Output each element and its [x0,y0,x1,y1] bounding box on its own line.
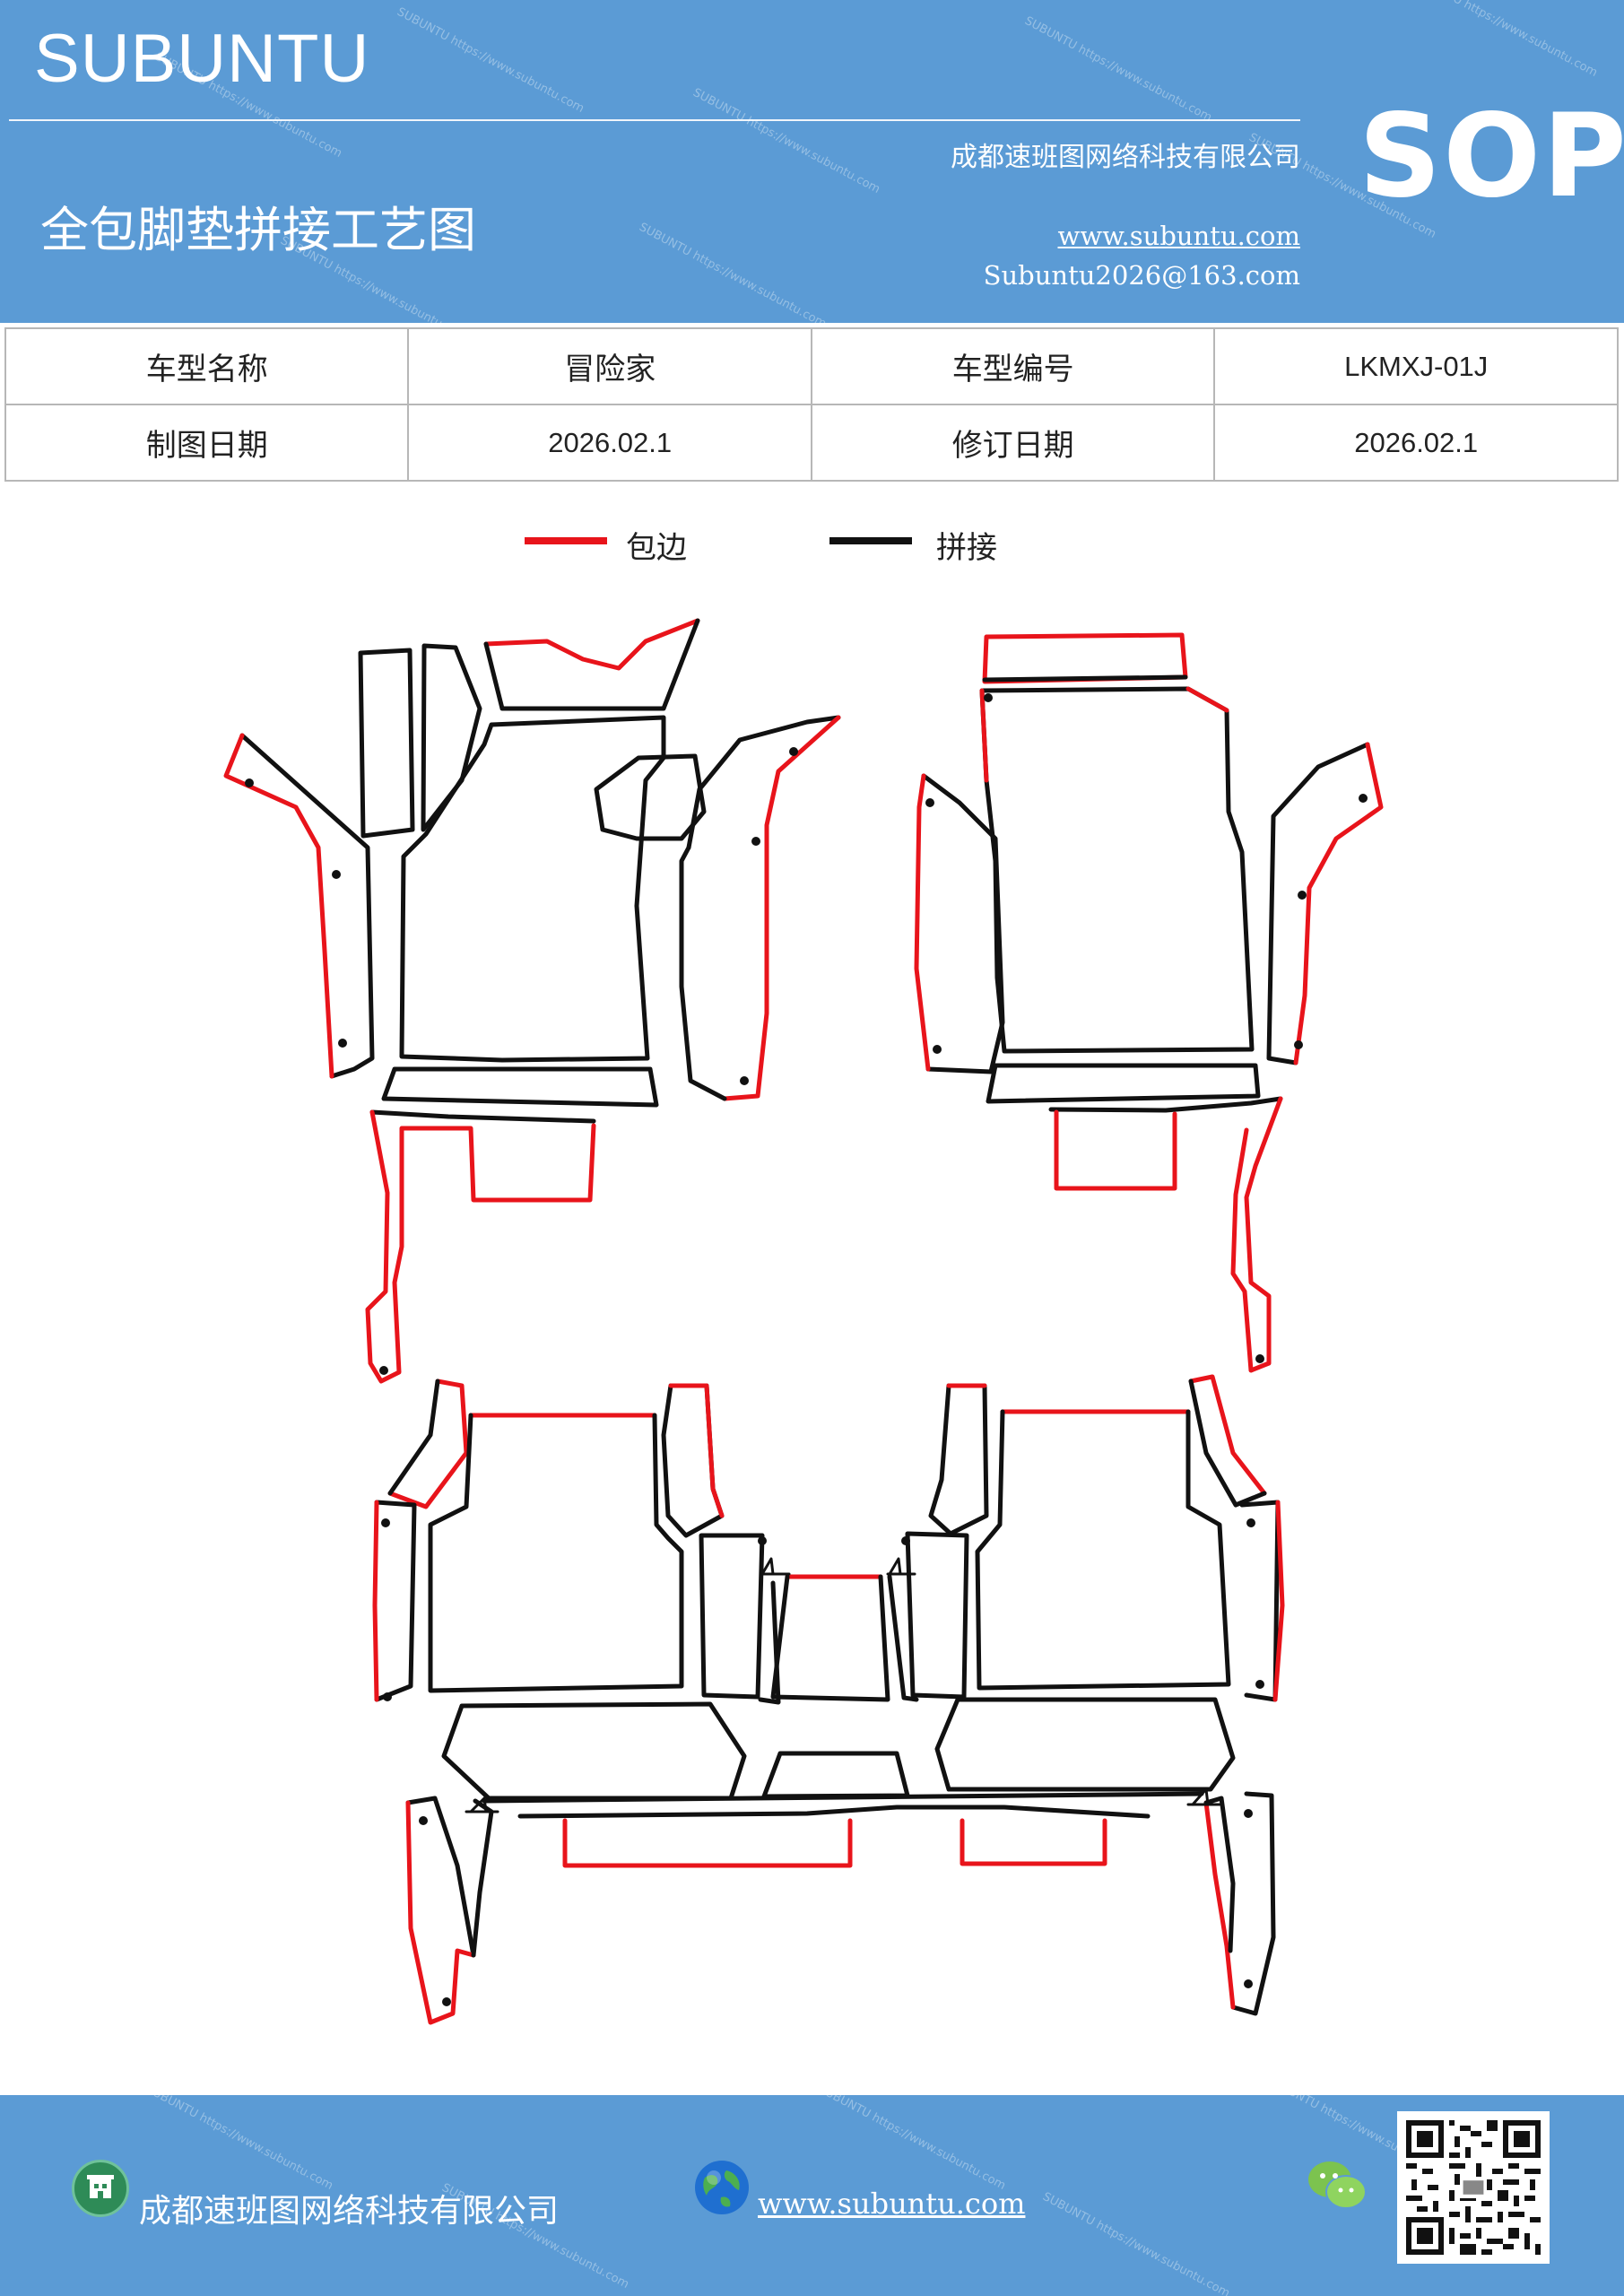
legend-edge-label: 包边 [626,530,687,566]
wechat-icon[interactable] [1305,2156,1369,2213]
mat-piece-rear-center-right-strip [887,1574,919,1702]
mat-piece-rear-right-corner [1188,1374,1267,1508]
mat-piece-rear-right-door [905,1531,969,1700]
sop-badge: SOP [1359,90,1624,223]
mat-piece-rear-left-corner [387,1378,469,1509]
footer-banner: SUBUNTU https://www.subuntu.com SUBUNTU … [0,2095,1624,2296]
clip-dots [245,693,1368,2006]
footer-company-name: 成都速班图网络科技有限公司 [139,2193,560,2230]
mat-piece-front-right-main [979,686,1255,1054]
legend-edge-swatch [525,537,607,544]
legend-joint-label: 拼接 [936,530,997,566]
page-title: 全包脚垫拼接工艺图 [40,202,476,258]
mat-piece-front-right-lower [1048,1096,1283,1373]
mat-piece-rear-right-bottom-side [1203,1791,1276,2016]
mat-piece-front-right-right-side [1266,742,1384,1065]
mat-piece-rear-step-left [441,1701,747,1801]
model-code-value: LKMXJ-01J [1213,327,1619,405]
header-divider [9,119,1300,121]
table-row: 车型名称 冒险家 车型编号 LKMXJ-01J [4,327,1619,405]
footer-website-link[interactable]: www.subuntu.com [758,2187,1026,2221]
mat-piece-front-left-strip-b [421,643,482,832]
revise-date-value: 2026.02.1 [1213,404,1619,482]
mat-piece-rear-center-left-strip [758,1580,781,1705]
mat-piece-front-left-side [223,733,375,1079]
mat-diagram [223,618,1384,2025]
model-code-label: 车型编号 [810,327,1216,405]
mat-piece-rear-back-row [482,1791,1204,1868]
mat-piece-front-left-right-side [679,715,841,1101]
mat-piece-rear-left-outer [372,1500,417,1702]
brand-logo: SUBUNTU [34,21,370,97]
header-banner: SUBUNTU https://www.subuntu.com SUBUNTU … [0,0,1624,323]
mat-piece-front-right-left-side [914,773,1005,1074]
mat-piece-rear-left-main [428,1413,684,1693]
globe-icon [695,2161,749,2214]
mat-piece-rear-right-strip [928,1383,989,1536]
mat-piece-front-right-rear-strip [986,1063,1261,1104]
revise-date-label: 修订日期 [810,404,1216,482]
info-table: 车型名称 冒险家 车型编号 LKMXJ-01J 制图日期 2026.02.1 修… [4,327,1619,482]
mat-piece-front-left-main [399,618,700,1063]
email-address: Subuntu2026@163.com [983,260,1300,291]
mat-piece-front-left-rear-strip [381,1066,659,1108]
draw-date-value: 2026.02.1 [407,404,812,482]
mat-piece-front-left-pedal [594,753,707,841]
table-row: 制图日期 2026.02.1 修订日期 2026.02.1 [4,404,1619,482]
mat-piece-front-left-lower [365,1109,596,1384]
mat-piece-rear-step-center [761,1751,910,1799]
model-name-value: 冒险家 [407,327,812,405]
legend: 包边 拼接 [0,516,1624,570]
mat-piece-rear-step-right [934,1697,1236,1792]
joint-markers [465,1557,1221,1813]
legend-joint-swatch [829,537,912,544]
website-link[interactable]: www.subuntu.com [1057,221,1300,251]
mat-piece-front-left-strip-a [358,648,415,839]
mat-piece-rear-right-main [975,1409,1231,1691]
draw-date-label: 制图日期 [4,404,410,482]
mat-piece-rear-right-outer [1239,1500,1285,1702]
mat-piece-rear-left-strip [661,1383,725,1538]
building-icon [72,2160,129,2217]
mat-piece-rear-left-bottom-side [405,1796,494,2025]
mat-piece-rear-center-tunnel [770,1574,890,1702]
mat-piece-rear-left-door [699,1533,765,1700]
company-name: 成都速班图网络科技有限公司 [951,142,1300,173]
model-name-label: 车型名称 [4,327,410,405]
qr-code [1397,2111,1550,2264]
mat-piece-front-right-top [982,632,1188,684]
